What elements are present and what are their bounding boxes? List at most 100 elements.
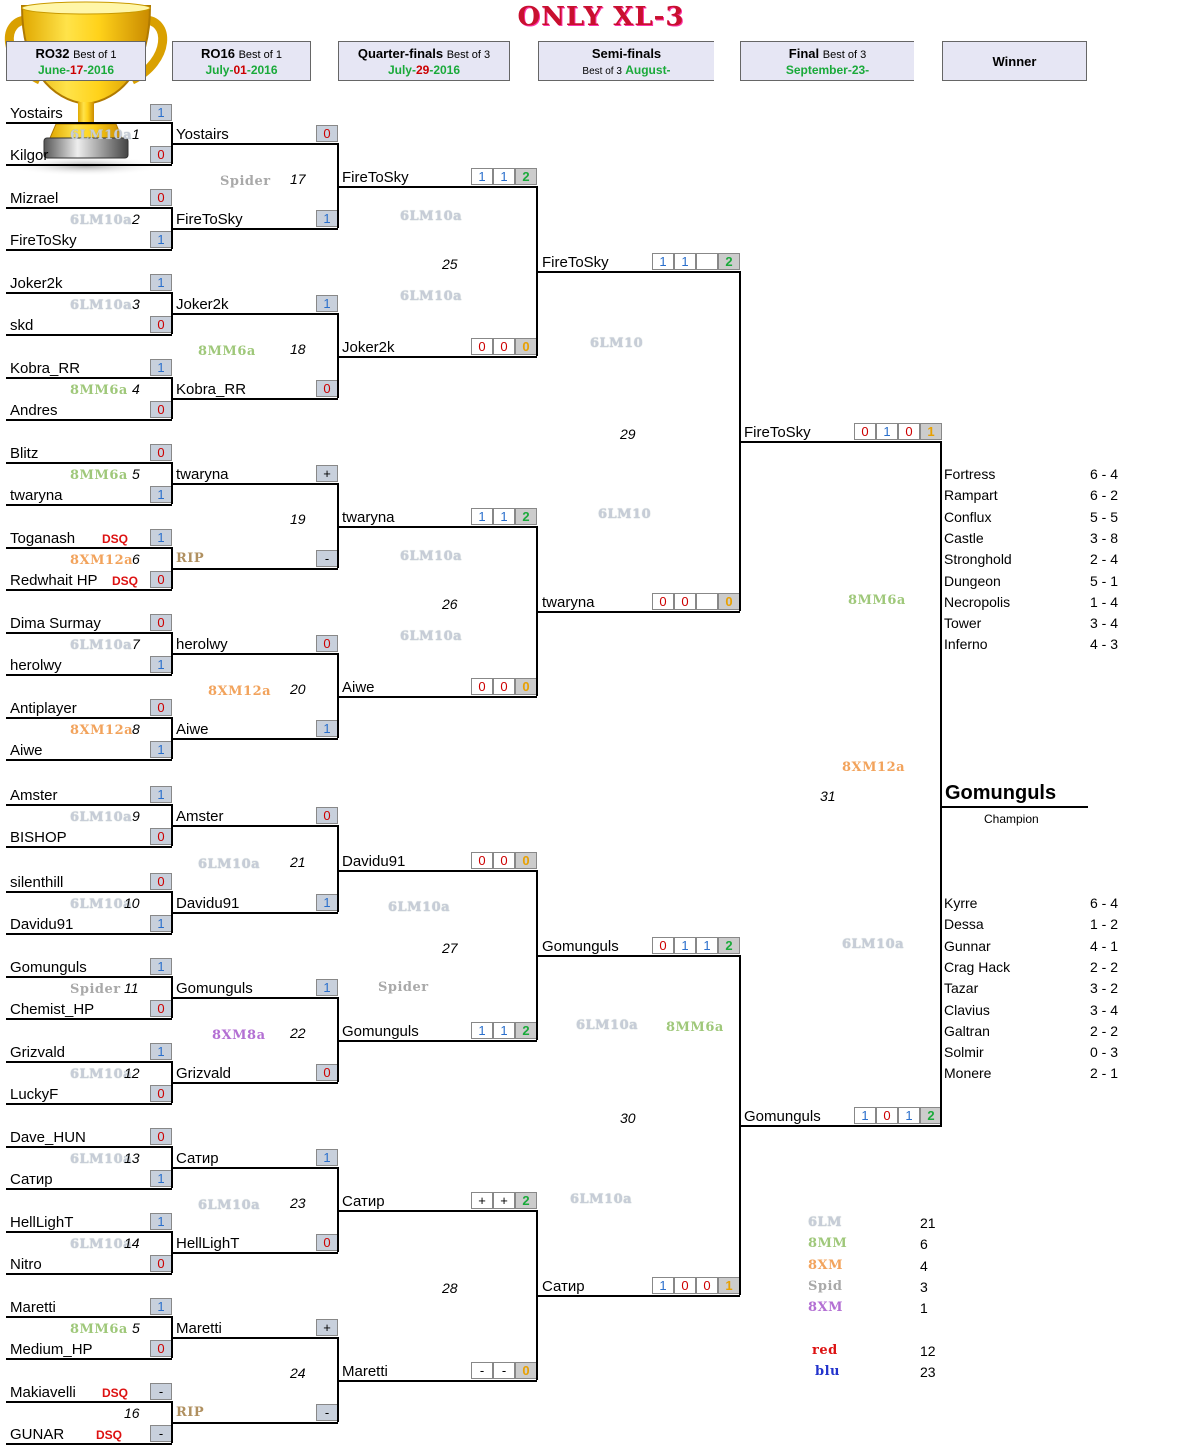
player-name[interactable]: Gomunguls bbox=[744, 1108, 821, 1125]
player-name[interactable]: twaryna bbox=[342, 509, 395, 526]
map-label: 6LM10a bbox=[570, 1192, 633, 1207]
player-name[interactable]: Makiavelli bbox=[10, 1384, 76, 1401]
player-name[interactable]: Davidu91 bbox=[342, 853, 406, 870]
player-name[interactable]: LuckyF bbox=[10, 1086, 59, 1103]
player-name[interactable]: RIP bbox=[176, 551, 205, 566]
player-name[interactable]: Joker2k bbox=[10, 275, 63, 292]
player-name[interactable]: BISHOP bbox=[10, 829, 67, 846]
player-name[interactable]: herolwy bbox=[176, 636, 228, 653]
player-name[interactable]: Yostairs bbox=[176, 126, 229, 143]
player-name[interactable]: Сатир bbox=[342, 1193, 385, 1210]
player-name[interactable]: Grizvald bbox=[10, 1044, 66, 1061]
player-name[interactable]: Kobra_RR bbox=[10, 360, 81, 377]
score-box: 1 bbox=[920, 423, 942, 440]
bracket-connector bbox=[337, 1337, 339, 1422]
score-box: 0 bbox=[493, 678, 515, 695]
player-name[interactable]: skd bbox=[10, 317, 34, 334]
player-name[interactable]: Сатир bbox=[542, 1278, 585, 1295]
match-number: 4 bbox=[132, 381, 140, 397]
player-name[interactable]: Andres bbox=[10, 402, 58, 419]
player-name[interactable]: Antiplayer bbox=[10, 700, 77, 717]
player-name[interactable]: Kobra_RR bbox=[176, 381, 247, 398]
score-box: 0 bbox=[150, 1255, 172, 1272]
player-name[interactable]: Gomunguls bbox=[342, 1023, 419, 1040]
map-label: 6LM10a bbox=[70, 1152, 133, 1167]
header-date-part: -2016 bbox=[429, 63, 461, 77]
player-name[interactable]: herolwy bbox=[10, 657, 62, 674]
player-name[interactable]: Davidu91 bbox=[176, 895, 240, 912]
player-name[interactable]: Dima Surmay bbox=[10, 615, 101, 632]
player-name[interactable]: Сатир bbox=[10, 1171, 53, 1188]
player-name[interactable]: FireToSky bbox=[342, 169, 409, 186]
player-name[interactable]: FireToSky bbox=[542, 254, 609, 271]
score-box: 0 bbox=[674, 1277, 696, 1294]
player-name[interactable]: Gomunguls bbox=[176, 980, 253, 997]
player-name[interactable]: FireToSky bbox=[10, 232, 77, 249]
header-round: Final bbox=[788, 46, 820, 61]
header-format: Best of 3 bbox=[822, 49, 867, 61]
score-box: 0 bbox=[674, 593, 696, 610]
player-name[interactable]: Redwhait HP bbox=[10, 572, 98, 589]
player-name[interactable]: Amster bbox=[176, 808, 224, 825]
player-name[interactable]: HellLighT bbox=[10, 1214, 74, 1231]
player-name[interactable]: twaryna bbox=[542, 594, 595, 611]
map-label: 6LM10a bbox=[70, 638, 133, 653]
slot-line bbox=[6, 1061, 172, 1063]
player-name[interactable]: Aiwe bbox=[176, 721, 209, 738]
player-name[interactable]: GUNAR bbox=[10, 1426, 65, 1443]
player-name[interactable]: Chemist_HP bbox=[10, 1001, 95, 1018]
player-name[interactable]: Grizvald bbox=[176, 1065, 232, 1082]
player-name[interactable]: Joker2k bbox=[342, 339, 395, 356]
slot-line bbox=[172, 398, 338, 400]
player-name[interactable]: Aiwe bbox=[342, 679, 375, 696]
player-name[interactable]: Kilgor bbox=[10, 147, 49, 164]
stat-label: Conflux bbox=[944, 508, 992, 525]
player-name[interactable]: twaryna bbox=[10, 487, 63, 504]
score-box: 0 bbox=[316, 635, 338, 652]
bracket-connector bbox=[337, 1167, 339, 1252]
player-name[interactable]: FireToSky bbox=[176, 211, 243, 228]
player-name[interactable]: Amster bbox=[10, 787, 58, 804]
player-name[interactable]: twaryna bbox=[176, 466, 229, 483]
player-name[interactable]: Nitro bbox=[10, 1256, 42, 1273]
map-count-value: 1 bbox=[920, 1300, 928, 1317]
player-name[interactable]: Medium_HP bbox=[10, 1341, 93, 1358]
stat-value: 3 - 4 bbox=[1090, 615, 1119, 632]
player-name[interactable]: Maretti bbox=[342, 1363, 388, 1380]
player-name[interactable]: Сатир bbox=[176, 1150, 219, 1167]
player-name[interactable]: Gomunguls bbox=[10, 959, 87, 976]
player-name[interactable]: RIP bbox=[176, 1405, 205, 1420]
player-name[interactable]: Yostairs bbox=[10, 105, 63, 122]
header-round: Winner bbox=[992, 54, 1037, 69]
header-date-part: 01 bbox=[233, 63, 247, 77]
player-name[interactable]: HellLighT bbox=[176, 1235, 240, 1252]
slot-line bbox=[6, 1018, 172, 1020]
score-box: 0 bbox=[471, 338, 493, 355]
bracket-connector bbox=[536, 1210, 538, 1380]
player-name[interactable]: Maretti bbox=[176, 1320, 222, 1337]
player-name[interactable]: Gomunguls bbox=[542, 938, 619, 955]
player-name[interactable]: Aiwe bbox=[10, 742, 43, 759]
player-name[interactable]: Toganash bbox=[10, 530, 76, 547]
player-name[interactable]: Blitz bbox=[10, 445, 39, 462]
player-name[interactable]: silenthill bbox=[10, 874, 64, 891]
slot-line bbox=[6, 504, 172, 506]
map-count-label: 6LM bbox=[808, 1215, 843, 1230]
player-name[interactable]: Maretti bbox=[10, 1299, 56, 1316]
match-number: 17 bbox=[290, 170, 306, 187]
score-box: 0 bbox=[652, 937, 674, 954]
player-name[interactable]: Joker2k bbox=[176, 296, 229, 313]
score-box: 0 bbox=[515, 852, 537, 869]
slot-line bbox=[338, 526, 537, 528]
map-label: 8MM6a bbox=[70, 383, 128, 398]
player-name[interactable]: Davidu91 bbox=[10, 916, 74, 933]
score-box: 1 bbox=[696, 937, 718, 954]
player-name[interactable]: FireToSky bbox=[744, 424, 811, 441]
match-number: 5 bbox=[132, 466, 140, 482]
player-name[interactable]: Mizrael bbox=[10, 190, 59, 207]
header-format: Best of 3 bbox=[582, 66, 622, 77]
player-name[interactable]: Dave_HUN bbox=[10, 1129, 86, 1146]
